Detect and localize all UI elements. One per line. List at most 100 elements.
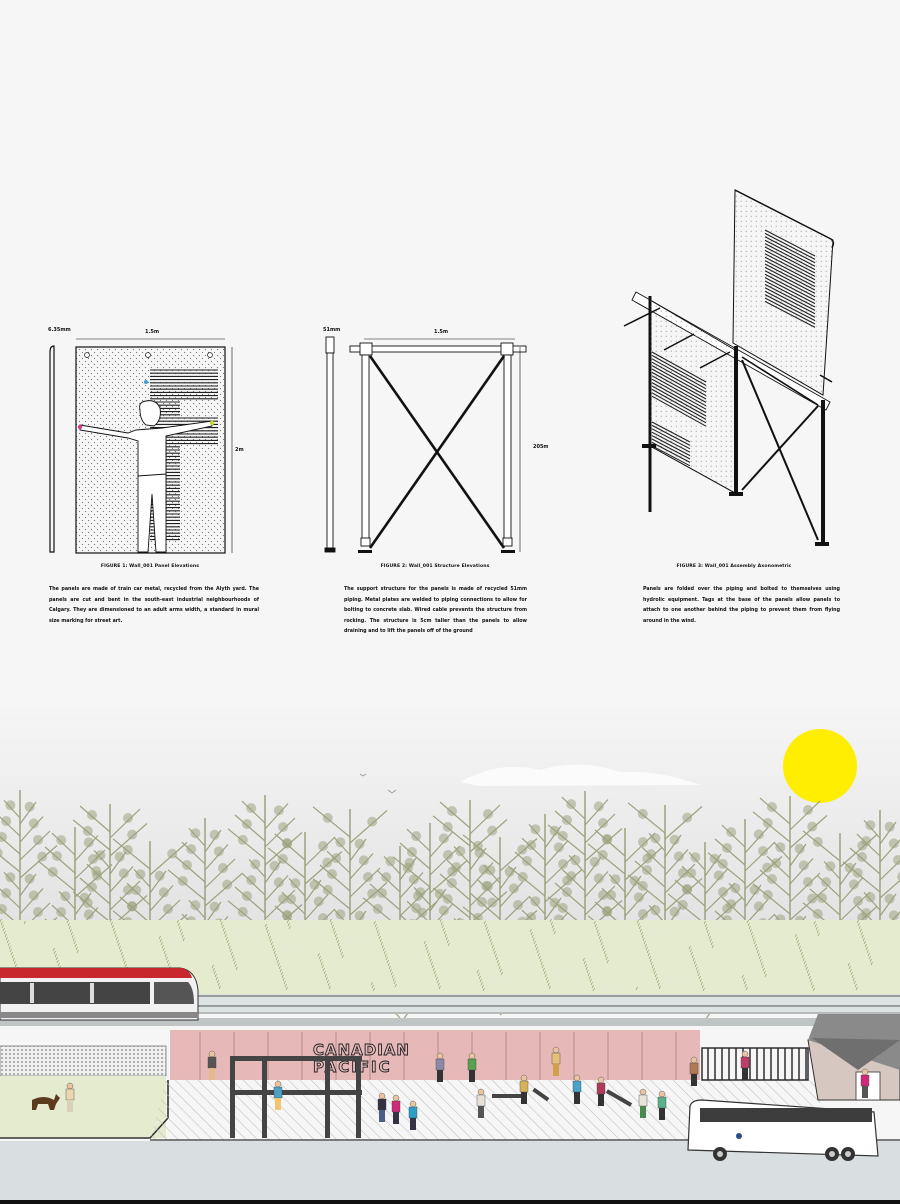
tree-foliage	[56, 835, 67, 846]
person-legs	[659, 1108, 665, 1120]
tree-foliage	[562, 887, 572, 897]
tree-branch	[544, 854, 576, 885]
tree-foliage	[278, 822, 288, 832]
tree-foliage	[118, 868, 129, 879]
tree-foliage	[242, 891, 252, 901]
tree-foliage	[358, 855, 369, 866]
tree-foliage	[678, 868, 688, 878]
figure-2-caption: FIGURE 2: Wall_001 Structure Elevations	[380, 564, 490, 569]
tree-branch	[624, 832, 656, 863]
tree-foliage	[803, 877, 813, 887]
tree-foliage	[282, 910, 292, 920]
tree-foliage	[60, 891, 71, 902]
tree-foliage	[487, 897, 498, 908]
tree-foliage	[730, 883, 741, 894]
tree-foliage	[598, 890, 608, 900]
tree-foliage	[562, 815, 572, 825]
person-legs	[742, 1068, 748, 1080]
person-body	[740, 1056, 750, 1069]
person-body	[207, 1056, 217, 1069]
tree-foliage	[821, 877, 832, 888]
tree-foliage	[1, 888, 12, 899]
person-legs	[275, 1098, 281, 1110]
tree-foliage	[335, 909, 346, 920]
tree-branch	[349, 853, 374, 880]
tree-branch	[462, 834, 501, 866]
tree-foliage	[354, 910, 365, 921]
tree-branch	[664, 849, 689, 876]
tree-foliage	[273, 805, 284, 816]
person-legs	[640, 1106, 646, 1118]
tree-branch	[544, 840, 569, 867]
tree-foliage	[646, 849, 657, 860]
tree-foliage	[848, 879, 859, 890]
tree-branch	[469, 876, 501, 907]
tree-foliage	[438, 833, 449, 844]
tree-foliage	[127, 829, 138, 840]
person-legs	[598, 1094, 604, 1106]
tree-foliage	[158, 887, 169, 898]
tree-foliage	[803, 805, 813, 815]
tree-branch	[879, 859, 900, 881]
tree-foliage	[131, 885, 142, 896]
tree-foliage	[677, 899, 688, 910]
person-head	[658, 1090, 666, 1098]
tree-branch	[879, 879, 900, 899]
tree-branch	[19, 830, 51, 861]
tree-foliage	[597, 849, 608, 860]
person-legs	[691, 1074, 697, 1086]
tree-foliage	[411, 903, 422, 914]
tree-foliage	[87, 810, 97, 820]
tree-foliage	[606, 890, 617, 901]
tree-foliage	[852, 867, 863, 878]
tree-foliage	[313, 896, 324, 907]
tree-foliage	[24, 873, 35, 884]
tree-foliage	[237, 906, 248, 917]
tree-foliage	[861, 908, 872, 919]
tree-foliage	[127, 901, 137, 911]
tree-branch	[842, 861, 881, 893]
tree-branch	[752, 883, 791, 915]
tree-branch	[112, 838, 151, 870]
person-head	[436, 1052, 444, 1060]
tree-foliage	[82, 825, 93, 836]
sign-pacific: PACIFIC	[313, 1058, 392, 1076]
tree-foliage	[309, 879, 320, 890]
tree-foliage	[638, 909, 648, 919]
tree-branch	[664, 878, 703, 912]
tree-foliage	[487, 825, 498, 836]
tree-branch	[204, 858, 236, 889]
person-legs	[437, 1070, 443, 1082]
cloud	[460, 764, 700, 786]
tree-branch	[469, 804, 501, 835]
person-head	[573, 1074, 581, 1082]
person-legs	[478, 1106, 484, 1118]
tree-branch	[744, 827, 769, 854]
tree-foliage	[767, 802, 777, 812]
person-head	[378, 1092, 386, 1100]
tree-branch	[789, 815, 828, 849]
person-legs	[521, 1092, 527, 1104]
tree-foliage	[610, 874, 621, 885]
people	[65, 1046, 870, 1130]
person-body	[689, 1062, 699, 1075]
panel-side-profile	[49, 345, 55, 553]
tree-foliage	[669, 834, 680, 845]
tree-foliage	[481, 881, 492, 892]
tree-branch	[267, 847, 306, 879]
tree-foliage	[377, 888, 387, 898]
tree-foliage	[726, 899, 737, 910]
sign-canadian: CANADIAN	[313, 1041, 410, 1059]
tree-foliage	[282, 838, 292, 848]
person-head	[861, 1068, 869, 1076]
mesh-fence	[0, 1045, 167, 1077]
tree-branch	[879, 838, 900, 863]
tree-foliage	[557, 830, 568, 841]
tree-foliage	[56, 907, 67, 918]
tree-foliage	[91, 866, 102, 877]
tree-foliage	[442, 821, 453, 832]
dim-width-label: 1.5m	[145, 329, 159, 335]
person-head	[468, 1052, 476, 1060]
tree-foliage	[24, 801, 35, 812]
dim-thickness-label: 6.35mm	[48, 327, 71, 333]
